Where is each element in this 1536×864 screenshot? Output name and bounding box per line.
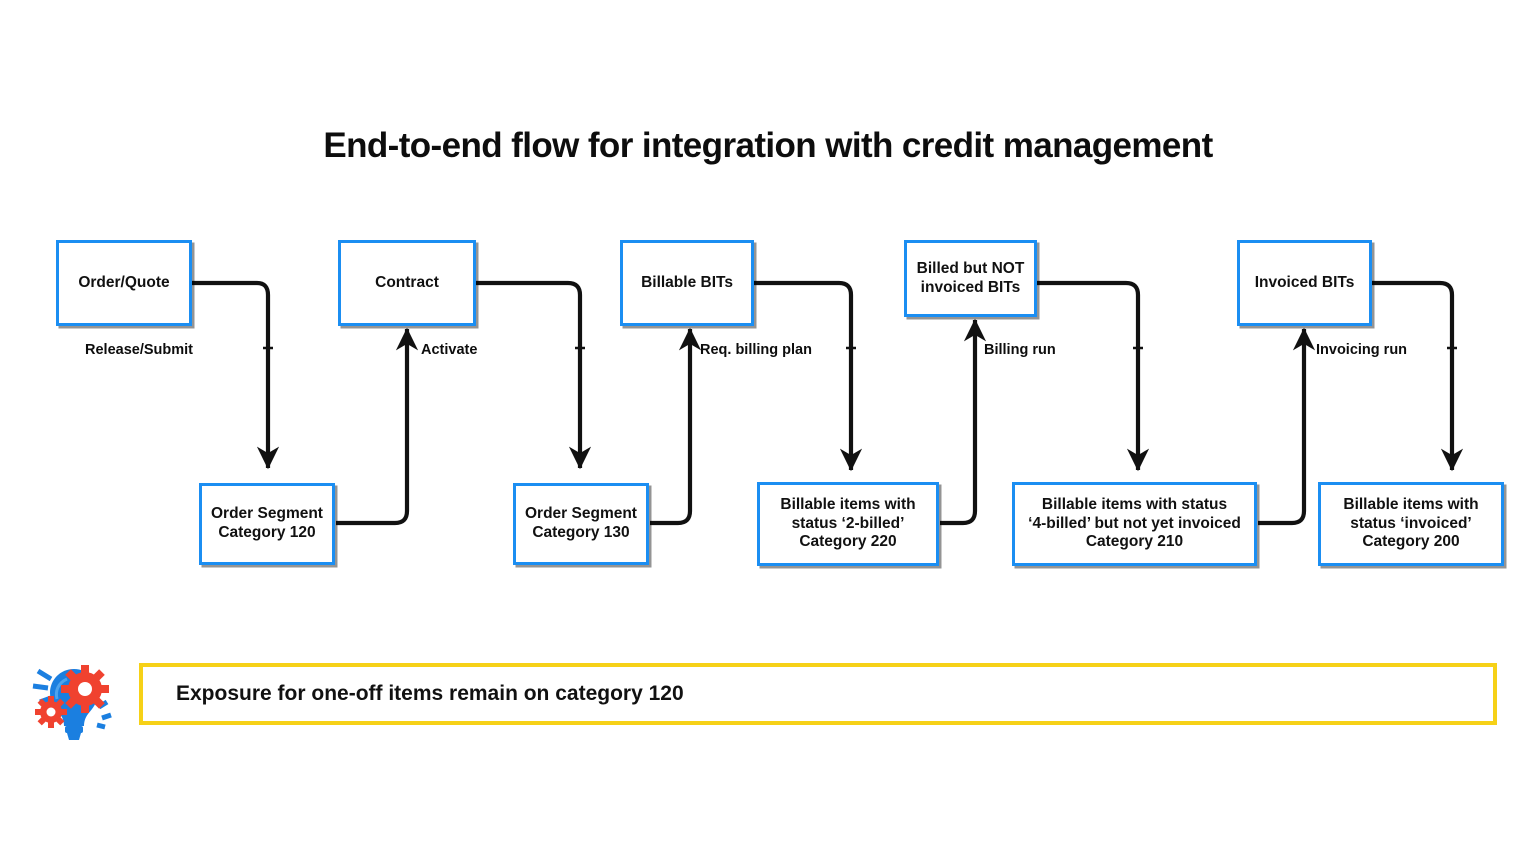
node-billable-bits[interactable]: Billable BITs <box>620 240 754 326</box>
node-billable-items-category-200[interactable]: Billable items with status ‘invoiced’ Ca… <box>1318 482 1504 566</box>
node-label: Order Segment Category 120 <box>211 505 323 541</box>
edge-label-req-billing-plan: Req. billing plan <box>700 342 812 358</box>
junction-marker <box>263 343 273 353</box>
callout-text: Exposure for one-off items remain on cat… <box>176 682 684 705</box>
connector-invoicedbits-to-cat200 <box>1372 280 1464 472</box>
connector-billednotinvoiced-to-cat210 <box>1037 280 1150 472</box>
node-label: Invoiced BITs <box>1254 273 1355 291</box>
connector-cat220-to-billednotinvoiced <box>940 318 987 526</box>
node-order-quote[interactable]: Order/Quote <box>56 240 192 326</box>
node-label: Billable items with status ‘4-billed’ bu… <box>1028 495 1241 551</box>
junction-marker <box>1133 343 1143 353</box>
node-order-segment-category-130[interactable]: Order Segment Category 130 <box>513 483 649 565</box>
lightbulb-gears-icon <box>32 665 112 740</box>
node-label: Billable items with status ‘2-billed’ Ca… <box>780 495 916 551</box>
node-label: Billed but NOT invoiced BITs <box>916 259 1025 296</box>
edge-label-invoicing-run: Invoicing run <box>1316 342 1408 358</box>
connector-segment120-to-contract <box>336 327 419 526</box>
connector-billablebits-to-cat220 <box>754 280 863 472</box>
node-label: Billable items with status ‘invoiced’ Ca… <box>1343 495 1479 551</box>
node-invoiced-bits[interactable]: Invoiced BITs <box>1237 240 1372 326</box>
edge-label-release-submit: Release/Submit <box>85 342 193 358</box>
node-contract[interactable]: Contract <box>338 240 476 326</box>
node-billed-not-invoiced-bits[interactable]: Billed but NOT invoiced BITs <box>904 240 1037 317</box>
node-label: Order/Quote <box>78 273 170 291</box>
node-billable-items-category-210[interactable]: Billable items with status ‘4-billed’ bu… <box>1012 482 1257 566</box>
node-label: Contract <box>375 273 439 291</box>
gear-small <box>35 696 67 728</box>
gear-large <box>61 665 109 713</box>
edge-label-billing-run: Billing run <box>984 342 1056 358</box>
node-billable-items-category-220[interactable]: Billable items with status ‘2-billed’ Ca… <box>757 482 939 566</box>
node-label: Order Segment Category 130 <box>525 505 637 541</box>
junction-marker <box>1447 343 1457 353</box>
junction-marker <box>575 343 585 353</box>
callout-banner: Exposure for one-off items remain on cat… <box>139 663 1497 725</box>
edge-label-activate: Activate <box>421 342 478 358</box>
junction-marker <box>846 343 856 353</box>
page-title: End-to-end flow for integration with cre… <box>323 126 1213 165</box>
connector-cat210-to-invoicedbits <box>1258 327 1316 526</box>
connector-order-to-segment120 <box>192 280 280 470</box>
node-label: Billable BITs <box>641 273 733 291</box>
node-order-segment-category-120[interactable]: Order Segment Category 120 <box>199 483 335 565</box>
connector-contract-to-segment130 <box>476 280 592 470</box>
connector-segment130-to-billablebits <box>650 327 702 526</box>
